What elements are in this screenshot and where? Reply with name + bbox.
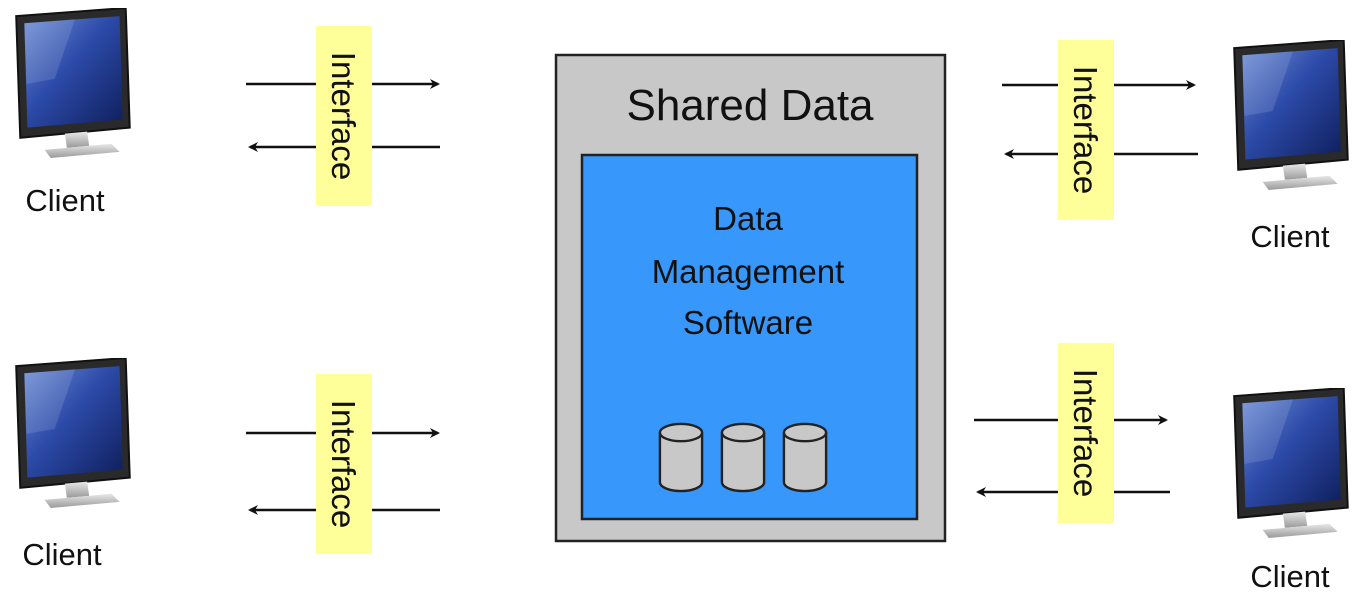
monitor-icon: [1233, 388, 1349, 539]
monitor-icon: [15, 8, 131, 159]
database-cylinder-icon: [782, 422, 828, 493]
interface-label: Interface: [1067, 369, 1104, 497]
software-label-line-3: Software: [683, 304, 813, 341]
client-bottom-left: Client: [15, 358, 131, 572]
interface-top-left: Interface: [246, 26, 440, 206]
database-cylinder-icon: [658, 422, 704, 493]
interface-label-box: [316, 374, 372, 554]
client-label: Client: [1250, 559, 1330, 594]
software-label-line-2: Management: [652, 253, 845, 290]
interface-label-box: [316, 26, 372, 206]
shared-data-title: Shared Data: [626, 81, 874, 130]
shared-data-server: Shared Data Data Management Software: [554, 53, 947, 543]
interface-bottom-right: Interface: [974, 343, 1170, 523]
interface-label-box: [1058, 343, 1114, 523]
interface-label-box: [1058, 40, 1114, 220]
interface-label: Interface: [1067, 66, 1104, 194]
interface-label: Interface: [325, 52, 362, 180]
client-label: Client: [22, 537, 102, 572]
client-label: Client: [25, 183, 105, 218]
software-label-line-1: Data: [713, 200, 783, 237]
interface-label: Interface: [325, 400, 362, 528]
client-top-left: Client: [15, 8, 131, 218]
client-top-right: Client: [1233, 40, 1349, 254]
monitor-icon: [15, 358, 131, 509]
interface-bottom-left: Interface: [246, 374, 440, 554]
database-cylinder-icon: [720, 422, 766, 493]
client-bottom-right: Client: [1233, 388, 1349, 594]
interface-top-right: Interface: [1002, 40, 1198, 220]
client-label: Client: [1250, 219, 1330, 254]
monitor-icon: [1233, 40, 1349, 191]
